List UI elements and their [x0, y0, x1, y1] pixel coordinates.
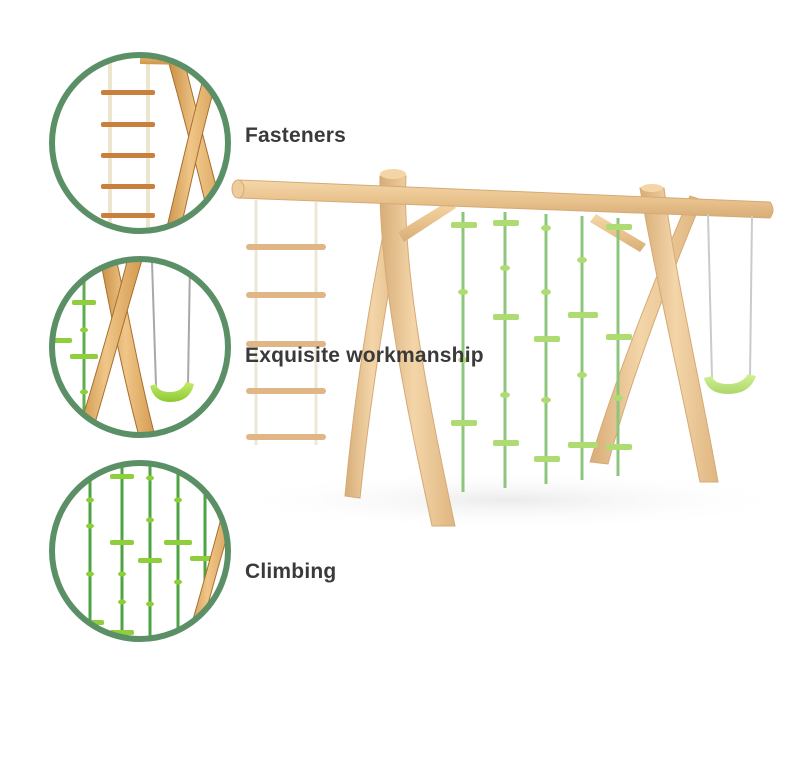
workmanship-detail-image [49, 256, 231, 438]
feature-label-climbing: Climbing [245, 560, 337, 583]
climbing-detail-image [49, 460, 231, 642]
feature-label-fasteners: Fasteners [245, 124, 347, 147]
fastener-detail-image [49, 52, 231, 234]
playset-image [220, 169, 790, 530]
feature-label-workmanship: Exquisite workmanship [245, 344, 484, 367]
